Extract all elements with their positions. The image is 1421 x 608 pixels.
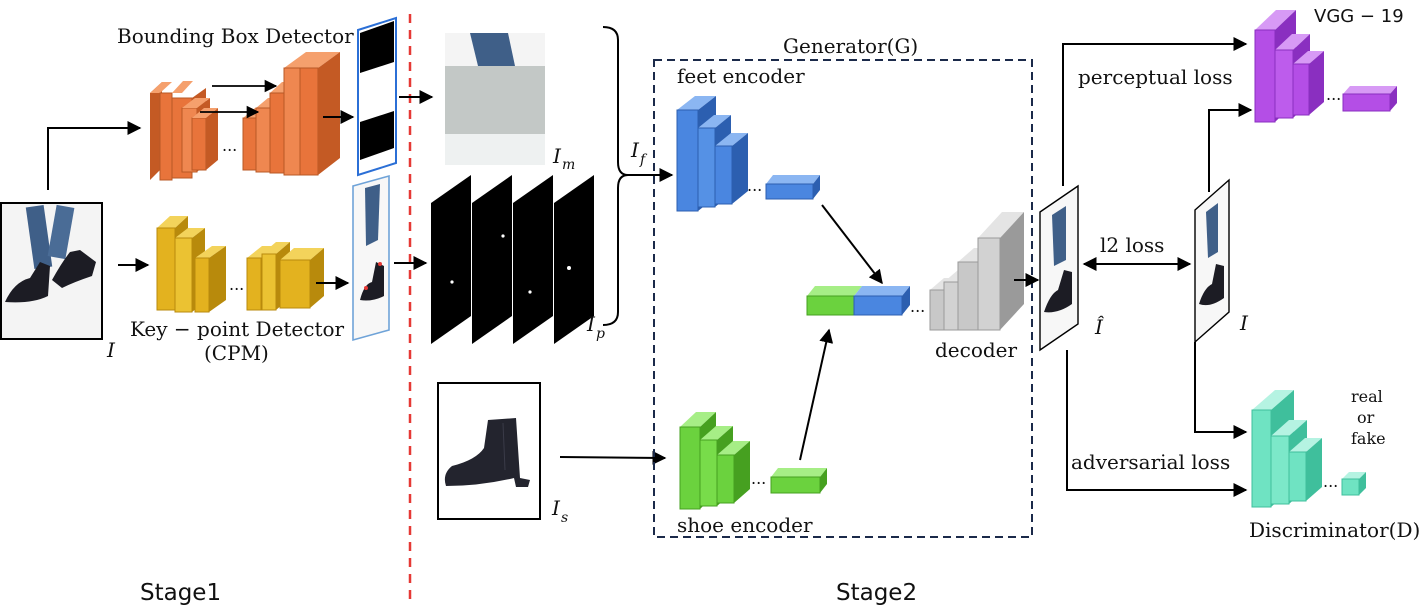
real-image-I <box>1194 178 1230 344</box>
keypoint-detector-network-right <box>246 242 324 311</box>
shoe-encoder-ellipsis: ... <box>751 469 766 488</box>
Im-label: I <box>552 144 562 168</box>
fake-label: fake <box>1351 429 1386 448</box>
heatmap-1 <box>431 175 471 344</box>
heatmap-2 <box>472 175 512 344</box>
vgg-feature-vector <box>1342 86 1397 112</box>
feet-feature-vector <box>765 175 820 200</box>
heatmap-4 <box>554 175 594 344</box>
shoe-image-Is <box>437 382 541 520</box>
generator-label: Generator(G) <box>783 34 918 58</box>
keypoint-output-image <box>352 174 390 342</box>
generator-box <box>653 59 1033 538</box>
shoe-encoder-label: shoe encoder <box>677 513 813 537</box>
bbox-detector-network <box>150 81 218 181</box>
Is-subscript: s <box>561 510 568 526</box>
If-label: I <box>630 138 640 162</box>
keypoint-detector-network <box>156 216 226 313</box>
bbox-ellipsis: ... <box>222 136 237 155</box>
Ip-label: I <box>586 312 596 336</box>
arrow-adversarial-loss <box>1066 350 1248 497</box>
Is-label: I <box>551 496 561 520</box>
l2-loss-label: l2 loss <box>1100 233 1164 257</box>
input-brace <box>602 26 629 326</box>
cpm-label: (CPM) <box>204 341 269 365</box>
vgg-ellipsis: ... <box>1326 85 1341 104</box>
generated-image-I-hat <box>1039 184 1079 352</box>
arrow-real-to-discriminator <box>1194 342 1248 439</box>
stage1-label: Stage1 <box>140 580 221 606</box>
feet-encoder-network <box>676 96 748 212</box>
keypoint-heatmaps-Ip <box>431 175 594 344</box>
feet-encoder-label: feet encoder <box>677 64 805 88</box>
bbox-detector-label: Bounding Box Detector <box>117 24 354 48</box>
perceptual-loss-label: perceptual loss <box>1078 65 1233 89</box>
discriminator-label: Discriminator(D) <box>1249 518 1420 542</box>
real-label: real <box>1351 387 1383 406</box>
real-image-I-label: I <box>1239 311 1249 335</box>
shoe-encoder-network <box>679 412 750 510</box>
decoder-label: decoder <box>935 338 1018 362</box>
arrow-shoe-to-latent <box>799 328 834 461</box>
arrow-real-to-vgg <box>1208 103 1253 192</box>
discriminator-ellipsis: ... <box>1323 472 1338 491</box>
discriminator-network <box>1251 390 1322 508</box>
heatmap-3 <box>513 175 553 344</box>
feet-encoder-ellipsis: ... <box>747 176 762 195</box>
stage2-label: Stage2 <box>836 580 917 606</box>
arrow-input-to-bbox <box>47 121 142 190</box>
or-label: or <box>1357 408 1375 427</box>
bbox-detector-network-right <box>242 52 340 176</box>
arrow-feet-to-latent <box>821 204 883 285</box>
input-image <box>0 202 103 340</box>
keypoint-ellipsis: ... <box>229 275 244 294</box>
vgg19-label: VGG − 19 <box>1314 6 1404 27</box>
bbox-mask-output <box>357 16 397 177</box>
keypoint-detector-label: Key − point Detector <box>130 317 345 341</box>
Ip-subscript: p <box>596 326 605 342</box>
latent-ellipsis: ... <box>910 297 925 316</box>
shoe-feature-vector <box>770 468 827 494</box>
Im-subscript: m <box>562 157 575 173</box>
masked-image-Im <box>445 33 545 165</box>
decoder-network <box>929 212 1024 331</box>
discriminator-output <box>1341 472 1366 496</box>
vgg19-network <box>1254 10 1324 123</box>
combined-latent-vector <box>806 286 910 316</box>
If-subscript: f <box>639 152 648 168</box>
input-image-label: I <box>106 338 116 362</box>
arrow-perceptual-loss <box>1062 37 1248 186</box>
adversarial-loss-label: adversarial loss <box>1071 450 1230 474</box>
arrow-Is-to-shoe-encoder <box>559 450 667 465</box>
I-hat-label: Î <box>1094 315 1105 339</box>
